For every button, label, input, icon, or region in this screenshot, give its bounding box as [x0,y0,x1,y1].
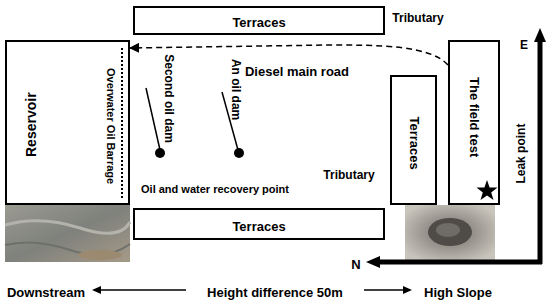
height-label-slot: Height difference 50m [207,283,343,301]
oil-dam-dot [234,148,244,158]
oil-barrage-line [121,48,123,198]
dam-label: Second oil dam [161,55,174,144]
height-arrowhead [403,286,412,294]
field-test-photo [405,205,495,260]
area-name-slot: Overwater Oil Barrage [53,116,169,134]
area-name: The field test [467,77,481,157]
area-name-slot: The field test [434,107,514,125]
reservoir-photo [5,205,130,262]
height-arrowhead [92,286,101,294]
area-name: Overwater Oil Barrage [105,68,117,184]
direction-label: High Slope [424,286,492,300]
direction-label: Downstream [7,286,85,300]
height-arrow [98,289,186,291]
area-name-slot: Terraces [232,217,285,235]
recovery-label-slot: Oil and water recovery point [141,179,289,197]
dam-label-slot: An oil dam [205,79,266,97]
road-label: Diesel main road [243,65,351,79]
river-label-slot: Tributary [323,165,374,183]
area-name: Terraces [232,16,285,30]
oil-dam-line [146,88,160,150]
area-name: Reservoir [24,92,39,157]
area-box: Terraces [133,208,385,240]
recovery-label: Oil and water recovery point [141,183,289,195]
area-box: Terraces [133,6,385,35]
test-pit-inner [436,223,460,237]
road-connector [130,45,448,65]
shore-patch [78,250,122,260]
area-box: Reservoir Overwater Oil Barrage [5,40,130,205]
compass-label: E [520,39,528,52]
compass-label: N [351,258,360,272]
axis-arrowhead [534,28,546,42]
area-name-slot: Terraces [232,13,285,31]
axis-east [538,38,543,264]
area-box: The field test [448,40,500,205]
leak-star [477,180,498,200]
dam-label: An oil dam [229,59,242,120]
compass-label-slot: E [520,35,528,53]
road-label-slot: Diesel main road [243,62,351,80]
area-name-slot: Reservoir [0,115,64,133]
test-pit [428,218,472,246]
leak-label: Leak point [515,124,528,184]
area-name-slot: Terraces [387,133,440,151]
river-label: Tributary [323,169,374,182]
dam-label-slot: Second oil dam [124,88,213,106]
height-arrow [364,289,406,291]
axis-north [378,260,542,265]
area-box: Terraces [390,75,437,205]
area-name: Terraces [232,220,285,234]
height-label: Height difference 50m [207,286,343,300]
compass-label-slot: N [351,255,360,273]
axis-arrowhead [366,256,380,268]
direction-label-slot: High Slope [424,283,492,301]
leak-label-slot: Leak point [492,143,550,161]
area-name: Terraces [406,116,420,169]
river-label: Tributary [392,12,443,25]
direction-label-slot: Downstream [7,283,85,301]
oil-dam-dot [155,148,165,158]
river-label-slot: Tributary [392,8,443,26]
water-ripple [5,221,130,234]
